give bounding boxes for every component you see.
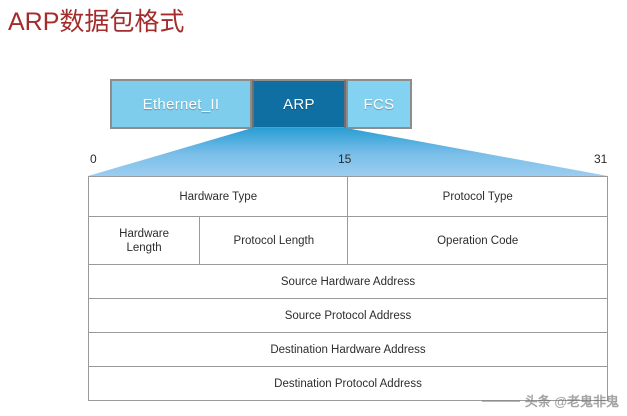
table-row: Destination Protocol Address <box>88 366 608 401</box>
field-source-hardware-address: Source Hardware Address <box>88 264 608 299</box>
field-destination-hardware-address: Destination Hardware Address <box>88 332 608 367</box>
frame-block-ethernet: Ethernet_II <box>110 79 252 129</box>
frame-block-fcs: FCS <box>346 79 412 129</box>
bit-ruler-tick-0: 0 <box>90 152 97 166</box>
frame-block-arp: ARP <box>252 79 346 129</box>
frame-block-fcs-label: FCS <box>363 95 395 113</box>
field-protocol-type: Protocol Type <box>347 176 608 217</box>
watermark: 头条 @老鬼非鬼 <box>481 391 619 410</box>
frame-block-arp-label: ARP <box>283 95 315 113</box>
watermark-rule <box>481 399 520 402</box>
field-source-protocol-address: Source Protocol Address <box>88 298 608 333</box>
field-hardware-type: Hardware Type <box>87 176 349 217</box>
bit-ruler-tick-15: 15 <box>338 152 352 166</box>
page-title: ARP数据包格式 <box>8 8 185 36</box>
table-row: Hardware Type Protocol Type <box>87 176 608 217</box>
field-hardware-length-line2: Length <box>126 241 162 254</box>
field-hardware-length-line1: Hardware <box>119 227 170 240</box>
table-row: Destination Hardware Address <box>88 332 608 367</box>
bit-ruler-tick-31: 31 <box>594 152 608 166</box>
watermark-text: 头条 @老鬼非鬼 <box>524 394 619 409</box>
table-row: Source Protocol Address <box>88 298 608 333</box>
table-row: Source Hardware Address <box>88 264 608 299</box>
field-destination-protocol-address: Destination Protocol Address <box>88 366 608 401</box>
frame-block-ethernet-label: Ethernet_II <box>142 95 220 113</box>
field-operation-code: Operation Code <box>347 216 608 265</box>
field-protocol-length: Protocol Length <box>199 216 349 265</box>
frame-structure-bar: Ethernet_II ARP FCS <box>110 79 412 129</box>
